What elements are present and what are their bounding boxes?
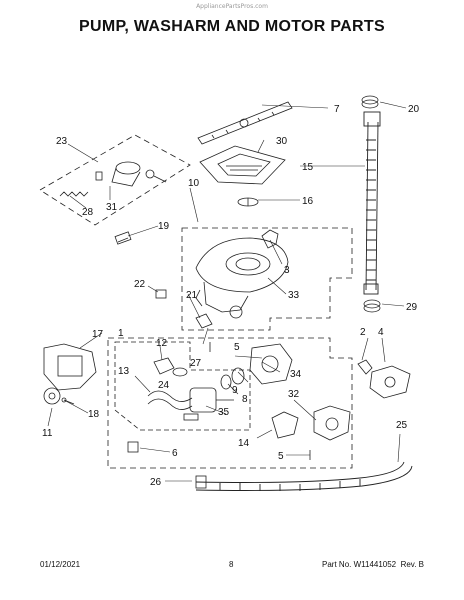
housing-part-17	[43, 343, 97, 391]
screw-part-18	[61, 397, 75, 405]
clamp-part-20	[361, 95, 379, 109]
callout-18: 18	[88, 409, 100, 420]
callout-5b: 5	[278, 451, 284, 462]
callout-9: 9	[232, 385, 238, 396]
callout-35: 35	[218, 407, 230, 418]
callout-19: 19	[158, 221, 170, 232]
valve-part-4	[369, 365, 411, 399]
drain-hose-part-25	[195, 461, 413, 491]
pump-housing-part-34	[249, 343, 293, 385]
hose-part-15	[363, 111, 381, 295]
wash-arm-part-7	[197, 101, 293, 145]
callout-30: 30	[276, 136, 288, 147]
callout-13: 13	[118, 366, 130, 377]
callout-8: 8	[242, 394, 248, 405]
group-box-sump	[181, 227, 353, 331]
callout-2: 2	[360, 327, 366, 338]
callout-29: 29	[406, 302, 418, 313]
callout-labels: 1 2 3 4 5 5 6 7 8 9 10 11 12 13 14 15 16…	[42, 104, 420, 488]
callout-15: 15	[302, 162, 314, 173]
callout-5a: 5	[234, 342, 240, 353]
disc-part-16	[237, 197, 259, 207]
tab-part-21	[195, 313, 213, 329]
callout-25: 25	[396, 420, 408, 431]
callout-20: 20	[408, 104, 420, 115]
callout-26: 26	[150, 477, 162, 488]
sensor-part-2	[357, 359, 373, 375]
motor-part-35	[183, 387, 234, 421]
manifold-part-23	[111, 161, 167, 187]
pump-part-14	[271, 411, 299, 439]
callout-31: 31	[106, 202, 118, 213]
bracket-part-3	[261, 229, 279, 249]
callout-7: 7	[334, 104, 340, 115]
callout-23: 23	[56, 136, 68, 147]
callout-1: 1	[118, 328, 124, 339]
plug-part-22	[155, 289, 167, 299]
motor-mount-part-11	[43, 387, 61, 405]
connector-part-19	[114, 231, 132, 245]
callout-28: 28	[82, 207, 94, 218]
watermark: AppliancePartsPros.com	[196, 3, 268, 10]
callout-17: 17	[92, 329, 104, 340]
leader-lines	[47, 101, 407, 482]
callout-21: 21	[186, 290, 198, 301]
callout-16: 16	[302, 196, 314, 207]
callout-22: 22	[134, 279, 146, 290]
callout-33: 33	[288, 290, 300, 301]
pump-part-12	[153, 357, 175, 375]
seal-part-27	[172, 367, 188, 377]
footer-part-number: Part No. W11441052 Rev. B	[322, 560, 424, 569]
clamp-part-26	[195, 475, 207, 489]
callout-10: 10	[188, 178, 200, 189]
footer-page-number: 8	[229, 560, 234, 569]
hose-part-24	[147, 390, 193, 410]
sump-part-33	[195, 237, 289, 319]
callout-6: 6	[172, 448, 178, 459]
impeller-part-32	[313, 405, 351, 441]
footer-date: 01/12/2021	[40, 560, 81, 569]
callout-12: 12	[156, 338, 168, 349]
spray-base-part-30	[199, 145, 286, 185]
callout-14: 14	[238, 438, 250, 449]
callout-27: 27	[190, 358, 202, 369]
callout-11: 11	[42, 428, 53, 439]
clip-part-31	[95, 171, 103, 181]
clamp-part-29	[363, 299, 381, 313]
screw-part-5	[209, 342, 311, 460]
callout-34: 34	[290, 369, 302, 380]
ring-part-9	[231, 367, 245, 385]
spring-part-28	[59, 191, 89, 197]
ring-part-8	[220, 374, 232, 390]
callout-32: 32	[288, 389, 300, 400]
group-box-pump	[107, 337, 353, 469]
page-title: PUMP, WASHARM AND MOTOR PARTS	[79, 18, 385, 35]
callout-4: 4	[378, 327, 384, 338]
clip-part-6	[127, 441, 139, 453]
group-box-motor	[114, 341, 251, 431]
callout-3: 3	[284, 265, 290, 276]
callout-24: 24	[158, 380, 170, 391]
group-box-washarm	[39, 134, 191, 226]
